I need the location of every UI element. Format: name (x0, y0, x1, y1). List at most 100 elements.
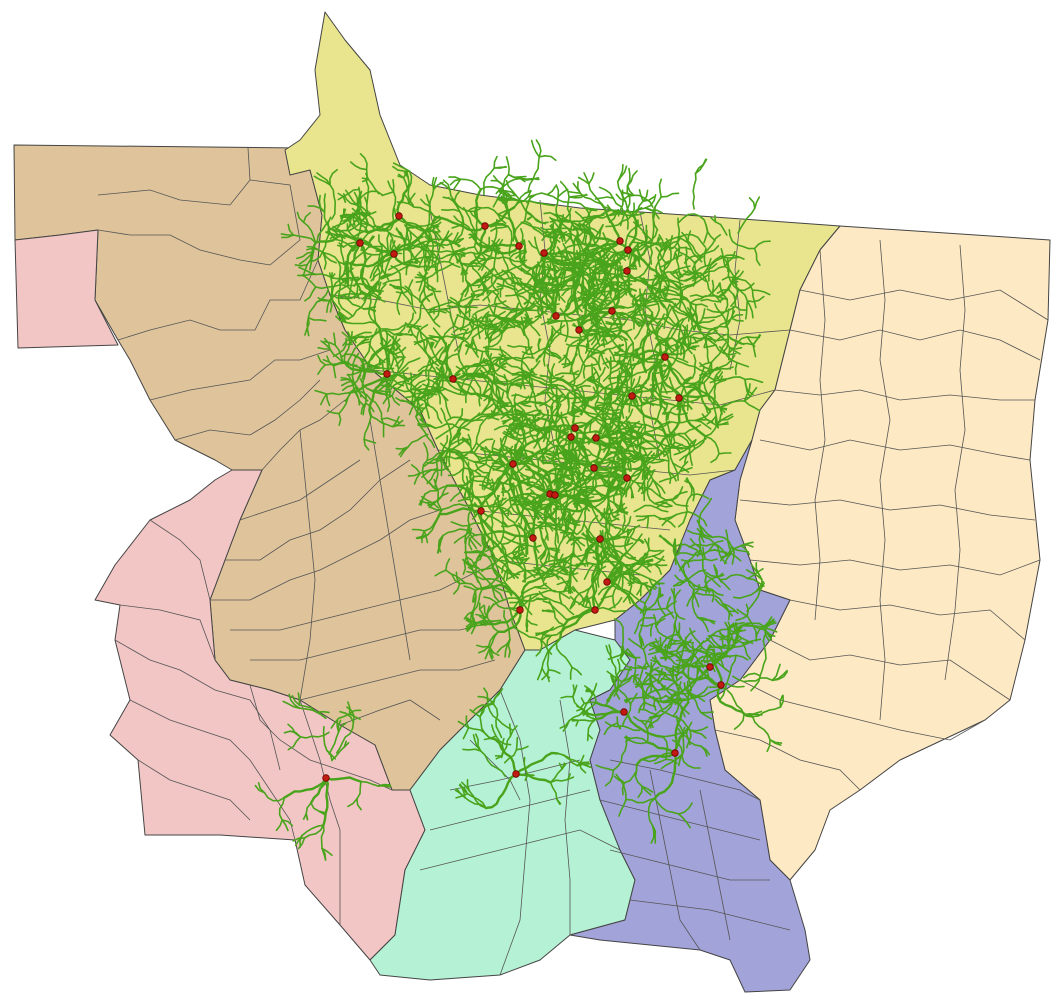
network-segment (728, 626, 732, 647)
network-segment (546, 624, 565, 632)
network-segment (626, 567, 651, 580)
network-segment (618, 316, 626, 320)
network-segment (294, 263, 308, 267)
network-segment (471, 558, 481, 569)
network-segment (595, 764, 615, 772)
network-segment (703, 344, 717, 349)
network-segment (609, 305, 635, 309)
network-segment (530, 488, 541, 499)
network-segment (524, 373, 538, 380)
network-segment (363, 415, 372, 441)
network-segment (466, 778, 471, 793)
network-segment (732, 590, 757, 599)
network-segment (638, 276, 657, 281)
network-segment (705, 337, 717, 346)
network-segment (470, 621, 490, 625)
network-segment (636, 482, 644, 485)
network-segment (747, 568, 764, 580)
network-segment (641, 402, 655, 407)
network-segment (694, 304, 698, 325)
network-segment (323, 340, 336, 346)
network-segment (493, 377, 506, 386)
network-segment (526, 315, 530, 323)
network-segment (628, 563, 648, 569)
network-segment (491, 261, 526, 277)
network-segment (718, 452, 732, 455)
network-segment (476, 316, 483, 322)
network-segment (644, 538, 650, 552)
network-segment (345, 364, 389, 376)
network-segment (523, 550, 550, 572)
network-segment (598, 265, 604, 279)
network-segment (734, 361, 738, 376)
network-segment (689, 435, 706, 455)
network-segment (526, 192, 549, 204)
network-segment (563, 552, 574, 570)
network-segment (348, 275, 354, 295)
network-segment (559, 528, 582, 551)
network-segment (500, 559, 520, 566)
network-segment (304, 286, 317, 302)
node-marker (603, 578, 611, 586)
network-segment (626, 248, 658, 273)
network-segment (579, 192, 603, 205)
network-segment (655, 506, 669, 513)
network-segment (606, 335, 618, 345)
network-segment (593, 564, 603, 583)
network-segment (605, 563, 631, 584)
network-segment (657, 256, 670, 292)
network-segment (297, 273, 317, 277)
network-segment (728, 229, 756, 250)
network-segment (317, 354, 326, 366)
network-segment (657, 673, 667, 684)
network-segment (636, 666, 644, 686)
network-segment (457, 432, 462, 446)
network-segment (395, 228, 406, 246)
network-segment (533, 401, 552, 409)
network-segment (740, 624, 767, 629)
network-segment (674, 270, 682, 289)
network-segment (664, 667, 674, 679)
network-segment (625, 247, 648, 273)
network-segment (549, 778, 569, 784)
network-segment (426, 262, 455, 279)
network-segment (659, 267, 667, 280)
network-segment (639, 291, 649, 303)
network-segment (616, 180, 624, 217)
network-segment (492, 688, 504, 705)
network-segment (668, 470, 677, 482)
network-segment (557, 188, 569, 198)
network-segment (457, 294, 476, 303)
network-segment (296, 251, 315, 260)
network-segment (424, 284, 442, 293)
network-segment (506, 561, 513, 574)
network-segment (474, 241, 521, 255)
network-segment (500, 195, 507, 202)
network-segment (525, 618, 529, 633)
network-segment (409, 379, 426, 392)
network-segment (605, 429, 629, 480)
network-segment (458, 582, 483, 590)
network-segment (703, 354, 736, 384)
network-segment (616, 165, 628, 183)
network-segment (688, 241, 701, 257)
network-segment (510, 271, 516, 291)
network-segment (298, 266, 317, 276)
network-segment (702, 400, 711, 412)
network-segment (653, 498, 673, 505)
network-segment (462, 455, 505, 464)
network-segment (545, 228, 564, 235)
network-segment (438, 457, 451, 473)
network-segment (481, 378, 490, 397)
network-segment (368, 372, 389, 418)
network-segment (639, 445, 647, 450)
network-segment (694, 419, 712, 430)
network-segment (677, 396, 707, 438)
node-marker (590, 464, 598, 472)
network-segment (587, 497, 608, 529)
network-segment (494, 497, 507, 505)
network-segment (523, 321, 535, 331)
network-segment (352, 275, 362, 293)
network-segment (580, 697, 586, 705)
network-segment (475, 463, 491, 474)
